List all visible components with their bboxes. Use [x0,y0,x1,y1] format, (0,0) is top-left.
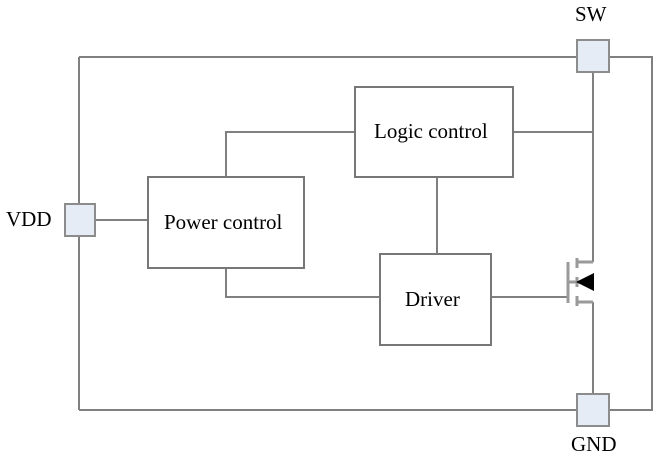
block-power-control[interactable] [147,176,305,269]
wire-power-control-to-logic-control [225,131,355,177]
pin-label-gnd: GND [571,432,617,456]
block-driver[interactable] [379,253,492,346]
block-logic-control[interactable] [354,86,514,178]
block-label-driver: Driver [405,287,460,311]
pad-vdd[interactable] [64,203,96,237]
pin-label-sw: SW [575,2,607,26]
pad-sw[interactable] [576,39,610,73]
block-label-power-control: Power control [164,210,283,234]
wire-power-control-to-driver [225,268,380,298]
block-label-logic-control: Logic control [374,119,488,143]
mosfet-body-arrow-icon [576,273,594,291]
pin-label-vdd: VDD [6,207,52,231]
pad-gnd[interactable] [576,393,610,427]
wire-sw-outer-right-rail [609,56,653,411]
